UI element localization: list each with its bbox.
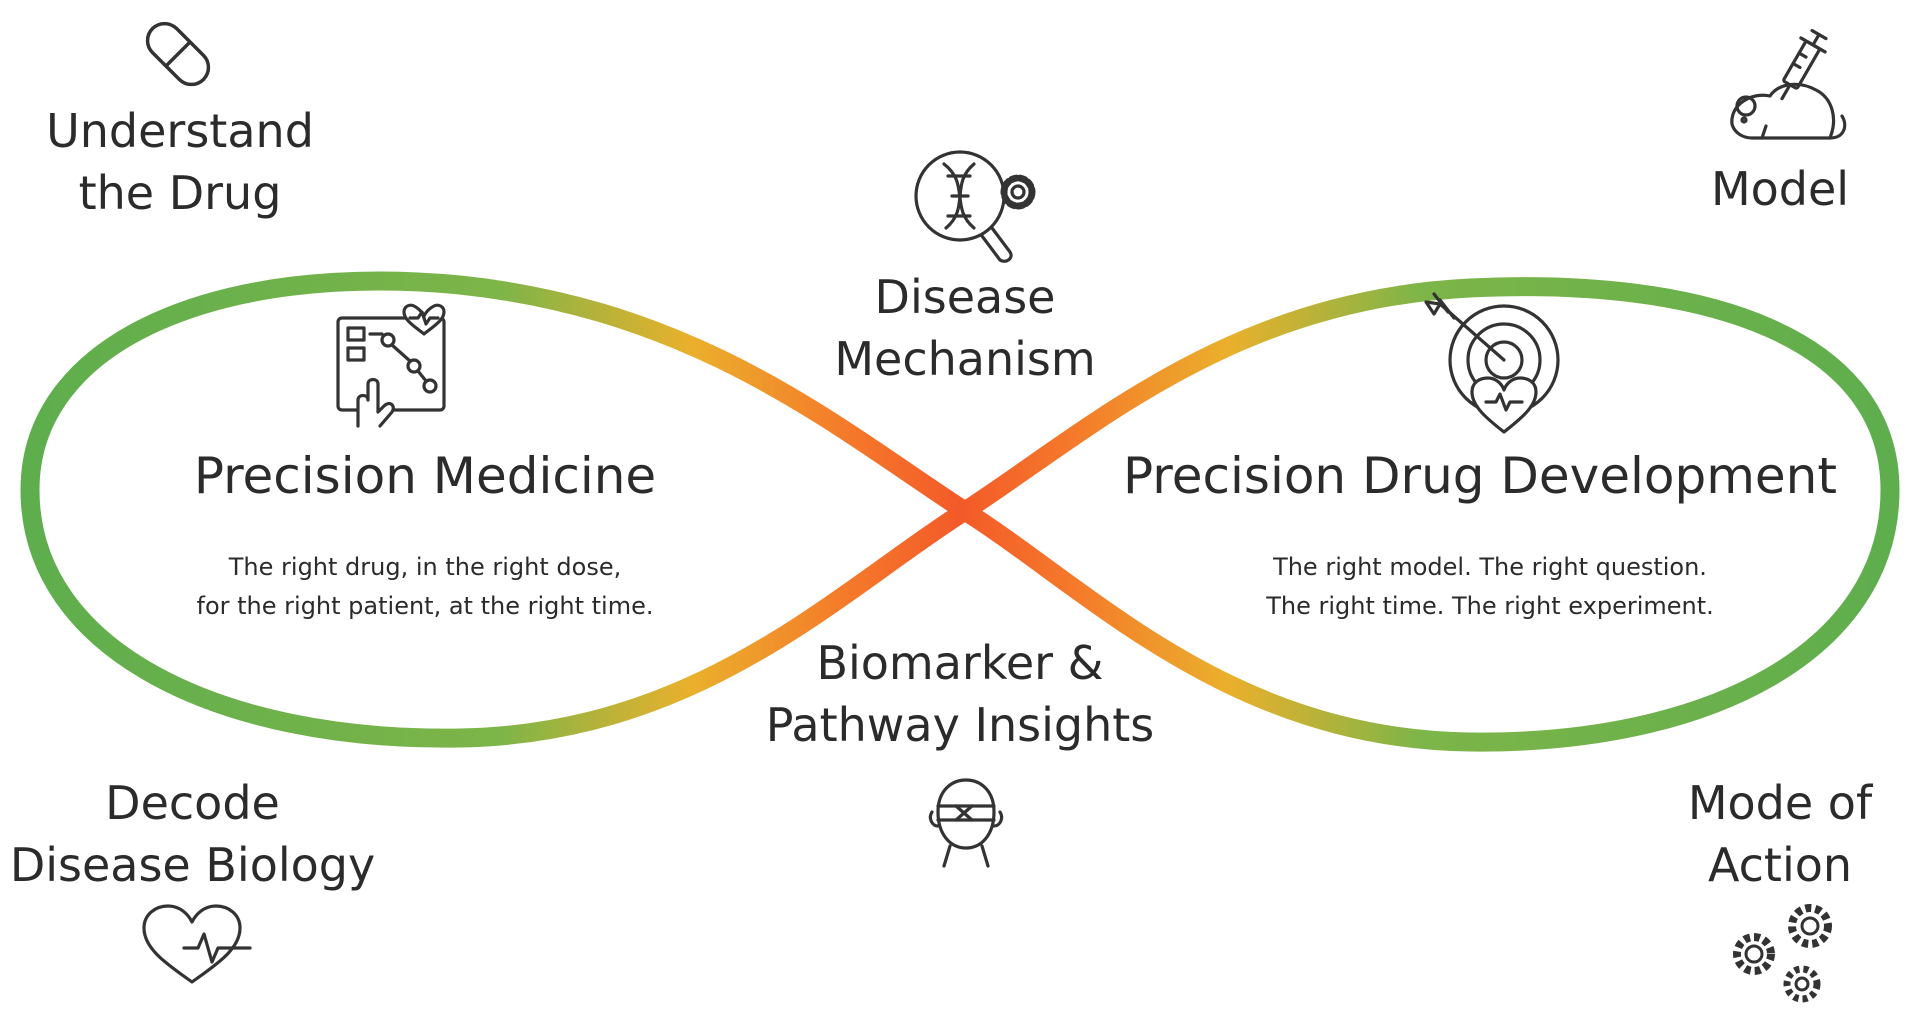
touch-data-heart-icon xyxy=(334,303,456,428)
disease-mechanism-label: Disease Mechanism xyxy=(834,270,1096,386)
gears-icon xyxy=(1726,896,1846,1008)
heart-pulse-icon xyxy=(140,904,252,986)
mode-of-action-label: Mode of Action xyxy=(1687,776,1873,892)
lab-mouse-syringe-icon xyxy=(1722,28,1854,152)
precision-drug-development-tagline: The right model. The right question. The… xyxy=(1266,553,1714,620)
target-arrow-heart-icon xyxy=(1420,290,1560,434)
infinity-loop xyxy=(20,271,1900,752)
pill-icon xyxy=(138,14,218,94)
model-label: Model xyxy=(1710,162,1850,216)
precision-medicine-tagline: The right drug, in the right dose, for t… xyxy=(196,553,654,620)
biomarker-pathway-insights-label: Biomarker & Pathway Insights xyxy=(765,636,1155,752)
dna-magnifier-gear-icon xyxy=(910,148,1042,266)
precision-medicine-title: Precision Medicine xyxy=(193,447,657,505)
understand-the-drug-label: Understand the Drug xyxy=(46,104,314,220)
head-bandage-icon xyxy=(928,776,1004,868)
decode-disease-biology-label: Decode Disease Biology xyxy=(9,776,376,892)
precision-drug-development-title: Precision Drug Development xyxy=(1123,447,1837,505)
